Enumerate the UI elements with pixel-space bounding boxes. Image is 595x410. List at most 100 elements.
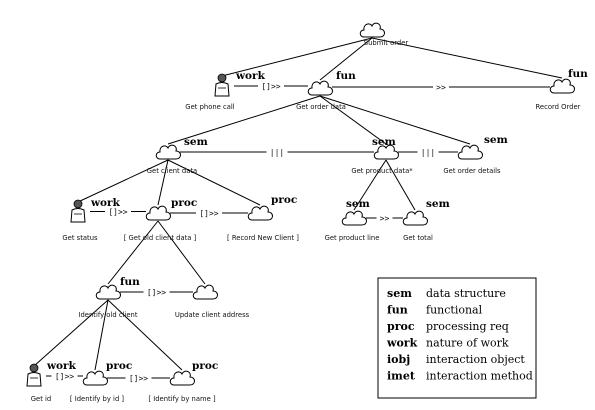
node-identify-by-name: [ Identify by name ] proc [148, 360, 218, 403]
legend-key: fun [387, 304, 408, 317]
node-label: Get status [62, 234, 98, 242]
cloud-icon [549, 78, 575, 94]
node-type-tag: fun [336, 70, 356, 82]
node-type-tag: sem [372, 136, 396, 148]
node-type-tag: sem [426, 198, 450, 210]
relation-lines: []>>>>||||||[]>>[]>>>>[]>>[]>>[]>> [46, 82, 550, 383]
node-type-tag: sem [346, 198, 370, 210]
cloud-icon [373, 144, 399, 160]
node-identify-old-client: Identify old client fun [78, 276, 140, 319]
tree-edge [167, 159, 261, 206]
node-label: Submit order [364, 39, 409, 47]
node-get-product-data: Get product data* sem [351, 136, 413, 175]
tree-edges [33, 37, 563, 371]
node-record-new-client: [ Record New Client ]proc [227, 194, 299, 242]
legend-key: iobj [387, 353, 410, 366]
node-label: Record Order [536, 103, 581, 111]
node-get-phone-call: Get phone call work [185, 70, 265, 111]
relation-operator: []>> [147, 288, 166, 297]
legend-row-proc: proc processing req [387, 320, 509, 333]
relation-operator: ||| [270, 148, 284, 157]
node-label: Identify old client [78, 311, 137, 319]
tree-edge [167, 95, 321, 145]
cloud-icon [95, 284, 121, 300]
node-type-tag: proc [192, 360, 218, 372]
cloud-icon [155, 144, 181, 160]
tree-edge [94, 299, 109, 371]
relation-operator: >> [436, 83, 446, 92]
cloud-icon [341, 210, 367, 226]
cloud-icon [457, 144, 483, 160]
cloud-icon [82, 370, 108, 386]
node-identify-by-id: [ Identify by id ] proc [70, 360, 132, 403]
legend-key: work [386, 337, 418, 350]
cloud-icon [402, 210, 428, 226]
node-label: [ Identify by id ] [70, 395, 124, 403]
node-type-tag: work [46, 360, 77, 372]
node-label: [ Identify by name ] [148, 395, 216, 403]
relation-operator: []>> [108, 208, 127, 217]
node-type-tag: proc [106, 360, 132, 372]
cloud-icon [247, 205, 273, 221]
node-get-order-data: Get order data fun [296, 70, 356, 111]
person-icon [70, 199, 86, 223]
cloud-icon [307, 80, 333, 96]
tree-edge [157, 159, 169, 206]
node-record-order: Record Order fun [536, 68, 589, 111]
node-get-order-details: Get order details sem [443, 134, 507, 175]
node-label: Get order details [443, 167, 501, 175]
node-label: Get phone call [185, 103, 234, 111]
legend-key: imet [387, 370, 416, 383]
node-label: Get product line [325, 234, 380, 242]
node-label: Get product data* [351, 167, 413, 175]
node-type-tag: sem [184, 136, 208, 148]
relation-operator: []>> [55, 372, 74, 381]
node-type-tag: work [90, 197, 121, 209]
node-get-status: Get status work [62, 197, 120, 242]
node-label: [ Get old client data ] [124, 234, 197, 242]
legend-box [377, 277, 537, 399]
legend-row-fun: fun functional [387, 304, 483, 317]
node-type-tag: fun [120, 276, 140, 288]
tree-edge [77, 159, 169, 203]
relation-operator: >> [380, 214, 390, 223]
cloud-icon [169, 370, 195, 386]
legend-key: proc [387, 320, 415, 333]
legend-description: data structure [426, 287, 506, 300]
tree-edge [33, 299, 109, 367]
tree-edge [353, 159, 387, 211]
person-icon [214, 73, 230, 97]
tree-edge [107, 220, 159, 285]
node-type-tag: work [235, 70, 266, 82]
relation-operator: ||| [421, 148, 435, 157]
cloud-icon [145, 205, 171, 221]
legend-row-work: work nature of work [386, 337, 509, 350]
node-submit-order: Submit order [359, 22, 409, 47]
cloud-icon [359, 22, 385, 38]
cloud-icon [192, 284, 218, 300]
node-type-tag: sem [484, 134, 508, 146]
legend-description: processing req [426, 320, 509, 333]
legend-description: nature of work [426, 337, 509, 350]
node-label: Get id [31, 395, 51, 403]
node-type-tag: proc [171, 197, 197, 209]
relation-operator: []>> [129, 374, 148, 383]
tree-edge [319, 95, 471, 145]
legend-description: functional [426, 304, 483, 317]
legend-key: sem [387, 287, 412, 300]
node-type-tag: fun [568, 68, 588, 80]
node-get-id: Get id work [26, 360, 77, 403]
relation-operator: []>> [261, 82, 280, 91]
node-label: Get order data [296, 103, 346, 111]
tree-edge [319, 37, 373, 81]
legend-rows: sem data structure fun functional proc proces… [386, 287, 533, 383]
node-type-tag: proc [271, 194, 297, 206]
person-icon [26, 363, 42, 387]
tree-edge [319, 95, 387, 145]
tree-edge [107, 299, 183, 371]
